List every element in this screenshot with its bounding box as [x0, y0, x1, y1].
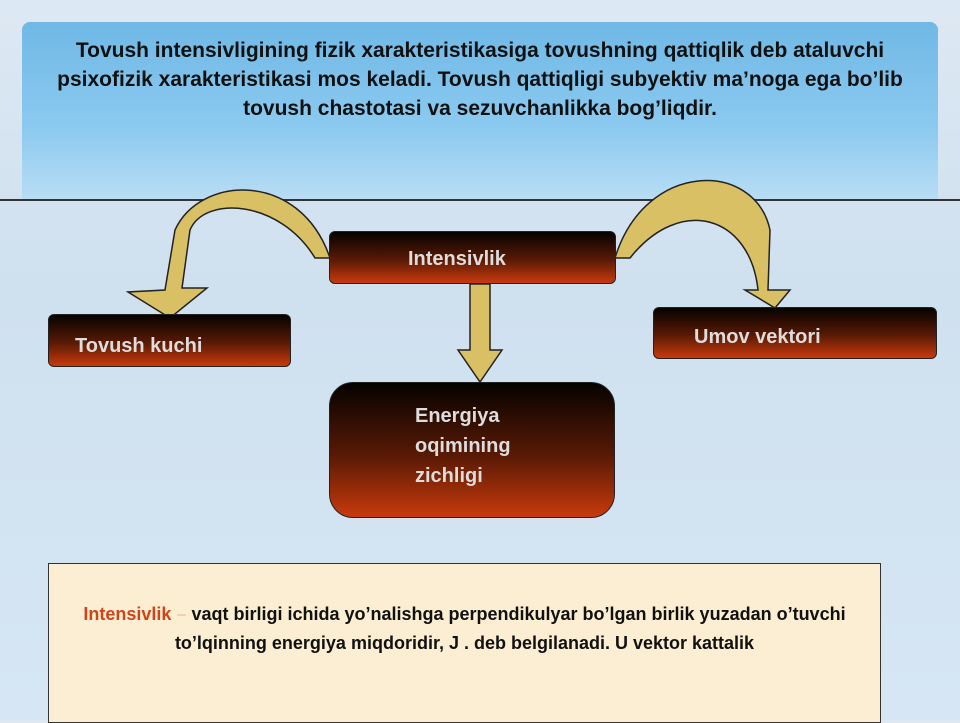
definition-text: vaqt birligi ichida yo’nalishga perpendi…	[174, 604, 846, 653]
intro-panel: Tovush intensivligining fizik xarakteris…	[22, 22, 938, 200]
down-arrow-icon	[456, 283, 504, 384]
node-label: Energiya oqimining zichligi	[415, 405, 511, 487]
divider	[0, 199, 960, 201]
definition-panel: Intensivlik – vaqt birligi ichida yo’nal…	[48, 563, 881, 723]
intro-text: Tovush intensivligining fizik xarakteris…	[57, 39, 903, 120]
node-tovush-kuchi: Tovush kuchi	[48, 314, 291, 367]
node-label: Tovush kuchi	[75, 335, 203, 357]
definition-term: Intensivlik	[83, 604, 172, 624]
definition-dash: –	[171, 604, 192, 624]
curved-arrow-left-icon	[125, 189, 332, 319]
node-intensivlik: Intensivlik	[329, 231, 616, 284]
node-umov-vektori: Umov vektori	[653, 307, 937, 359]
node-label: Umov vektori	[694, 326, 821, 348]
node-energiya: Energiya oqimining zichligi	[329, 382, 615, 518]
curved-arrow-right-icon	[613, 179, 792, 309]
node-label: Intensivlik	[408, 248, 506, 270]
